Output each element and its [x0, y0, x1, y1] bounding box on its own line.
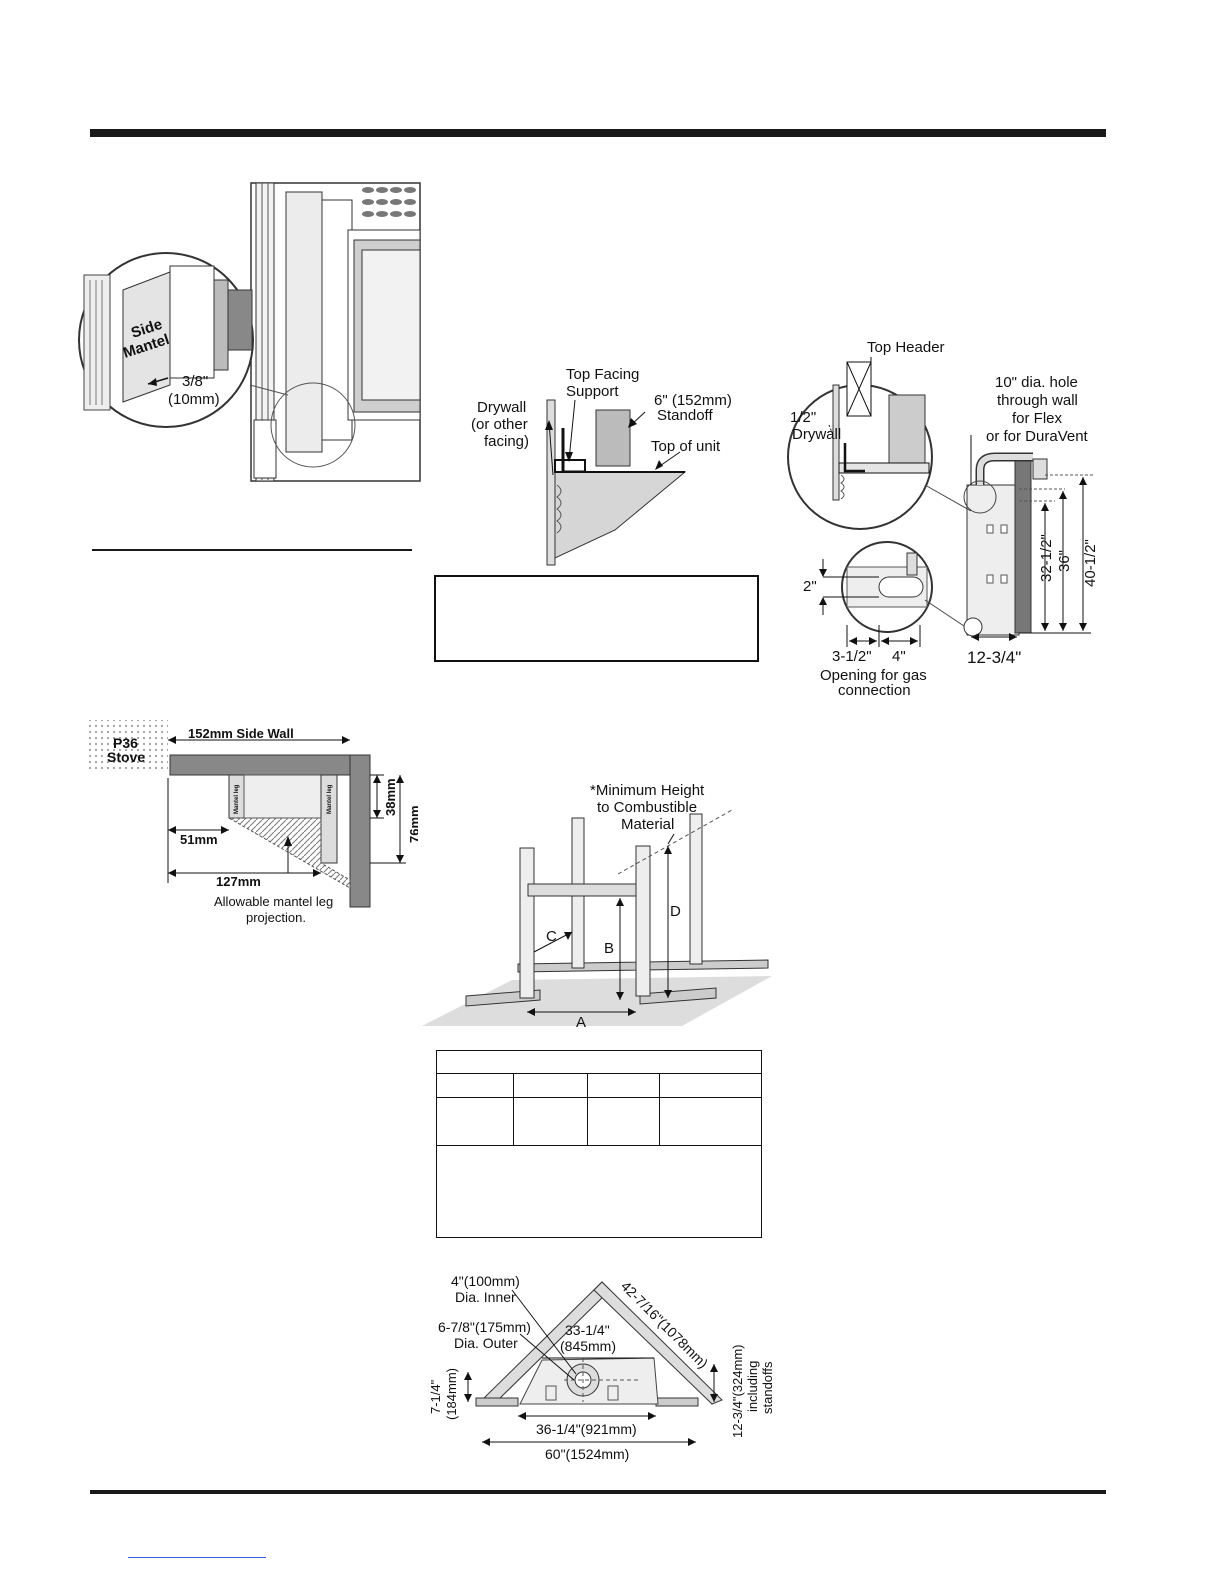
outer-dia-label-2: Dia. Outer — [454, 1335, 518, 1351]
dim-a-label: A — [576, 1014, 586, 1030]
mantel-leg-projection-figure: P36 Stove 152mm Side Wall Mantel leg Man… — [88, 720, 418, 925]
hole-label-3: for Flex — [1012, 410, 1063, 427]
clearance-mm: (10mm) — [168, 391, 220, 408]
hole-label-4: or for DuraVent — [986, 428, 1089, 445]
drywall-label-3: facing) — [484, 433, 529, 450]
height-7-label: 7-1/4" — [428, 1379, 443, 1414]
footer-rule — [90, 1490, 1106, 1494]
footer-link-underline[interactable] — [128, 1557, 266, 1558]
dim-d-label: D — [670, 903, 681, 920]
top-of-unit-label: Top of unit — [651, 438, 721, 455]
stove-label: P36 — [113, 735, 138, 751]
dim-3-5-label: 3-1/2" — [832, 648, 872, 665]
table-divider — [437, 1097, 761, 1098]
width-60-label: 60"(1524mm) — [545, 1446, 629, 1462]
min-height-label-2: to Combustible — [597, 799, 697, 816]
dim-2-label: 2" — [803, 578, 817, 595]
table-divider — [437, 1145, 761, 1146]
height-7-label-2: (184mm) — [444, 1368, 459, 1420]
table-column-divider — [587, 1073, 588, 1145]
dim-4-label: 4" — [892, 648, 906, 665]
mantel-leg-label-right: Mantel leg — [327, 784, 333, 814]
standoff-label: 6" (152mm) — [654, 392, 732, 409]
height-12-label-3: standoffs — [760, 1361, 775, 1414]
framing-dimensions-table — [436, 1050, 762, 1238]
dim-c-label: C — [546, 928, 557, 945]
mantel-leg-label-left: Mantel leg — [234, 784, 240, 814]
min-height-label: *Minimum Height — [590, 782, 705, 799]
clearance-inches: 3/8" — [182, 373, 208, 390]
stove-label-2: Stove — [107, 749, 145, 765]
dim-51-label: 51mm — [180, 832, 218, 847]
allowable-label: Allowable mantel leg — [214, 894, 333, 909]
top-facing-support-figure: Drywall (or other facing) Top Facing Sup… — [471, 366, 732, 566]
width-33-label: 33-1/4" — [565, 1322, 610, 1338]
half-inch-drywall-label: 1/2" — [790, 409, 816, 426]
dim-127-label: 127mm — [216, 874, 261, 889]
drywall-label: Drywall — [477, 399, 526, 416]
height-12-label: 12-3/4"(324mm) — [730, 1345, 745, 1438]
gas-opening-label: Opening for gas — [820, 667, 927, 684]
width-33-label-2: (845mm) — [560, 1338, 616, 1354]
dim-40-5-label: 40-1/2" — [1082, 539, 1099, 587]
inner-dia-label-2: Dia. Inner — [455, 1289, 516, 1305]
header-rule — [90, 129, 1106, 137]
dim-12-75-label: 12-3/4" — [967, 648, 1021, 667]
side-mantel-clearance-figure: Side Mantel 3/8" (10mm) — [78, 182, 421, 482]
note-box — [434, 575, 759, 662]
framing-dimensions-figure: *Minimum Height to Combustible Material … — [422, 782, 772, 1030]
dim-b-label: B — [604, 940, 614, 957]
table-column-divider — [659, 1073, 660, 1145]
top-header-label: Top Header — [867, 339, 945, 356]
dim-38-label: 38mm — [383, 778, 398, 816]
dim-76-label: 76mm — [407, 805, 418, 843]
top-facing-support-label: Top Facing — [566, 366, 639, 383]
top-facing-support-label-2: Support — [566, 383, 619, 400]
dim-36-label: 36" — [1056, 550, 1073, 572]
drywall-label-2: (or other — [471, 416, 528, 433]
inner-dia-label: 4"(100mm) — [451, 1273, 520, 1289]
hole-label-2: through wall — [997, 392, 1078, 409]
table-column-divider — [513, 1073, 514, 1145]
corner-installation-figure: 4"(100mm) Dia. Inner 6-7/8"(175mm) Dia. … — [428, 1273, 775, 1462]
side-view-dimensions-figure: Top Header 1/2" Drywall 10" dia. hole th… — [787, 339, 1099, 699]
gas-opening-label-2: connection — [838, 682, 911, 699]
width-36-label: 36-1/4"(921mm) — [536, 1421, 637, 1437]
hole-label: 10" dia. hole — [995, 374, 1078, 391]
height-12-label-2: including — [745, 1361, 760, 1412]
allowable-label-2: projection. — [246, 910, 306, 925]
half-inch-drywall-label-2: Drywall — [792, 426, 841, 443]
standoff-label-2: Standoff — [657, 407, 713, 424]
side-wall-label: 152mm Side Wall — [188, 726, 294, 741]
table-divider — [437, 1073, 761, 1074]
outer-dia-label: 6-7/8"(175mm) — [438, 1319, 531, 1335]
min-height-label-3: Material — [621, 816, 674, 833]
section-rule — [92, 549, 412, 551]
dim-32-5-label: 32-1/2" — [1038, 534, 1055, 582]
